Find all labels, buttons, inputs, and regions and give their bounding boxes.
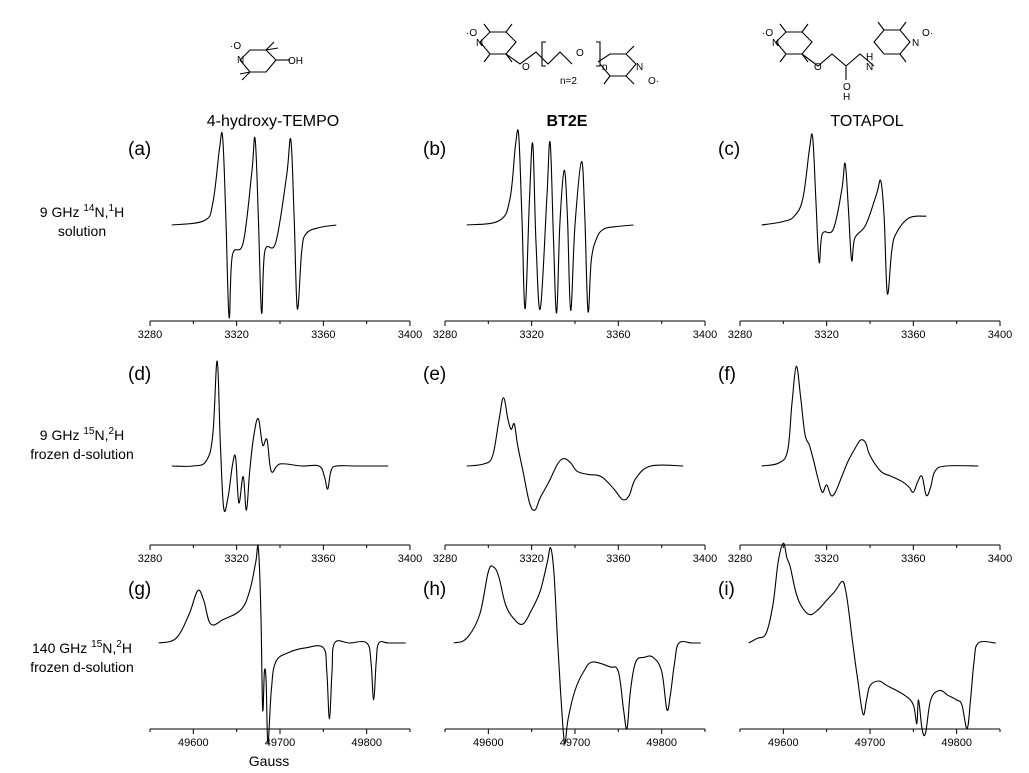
x-tick-label: 3400 [398,553,422,565]
struct-label: O [576,48,584,59]
x-tick-label: 49800 [351,737,382,749]
structure-bt2e: ·O N O O n n=2 N O· [466,23,659,87]
x-tick-label: 3360 [311,329,335,341]
x-tick-label: 49600 [473,737,504,749]
column-title-4-hydroxy-tempo: 4-hydroxy-TEMPO [207,113,339,130]
x-tick-label: 49700 [855,737,886,749]
panel-e: (e) 3280 3320 3360 3400 [423,364,717,565]
x-tick-label: 3320 [224,553,248,565]
panel-label: (b) [423,139,446,160]
row-label-line1: 9 GHz 15N,2H [40,426,124,443]
x-tick-label: 49700 [265,737,296,749]
x-tick-label: 3400 [693,329,717,341]
struct-label: H [843,92,850,103]
spectrum-trace [171,360,389,512]
spectrum-trace [761,133,927,295]
x-tick-label: 3320 [519,553,543,565]
x-tick-label: 3280 [728,553,752,565]
x-tick-label: 3360 [606,553,630,565]
x-tick-label: 3280 [433,329,457,341]
spectrum-trace [466,397,684,511]
x-tick-label: 3400 [988,329,1012,341]
panel-label: (h) [423,579,446,600]
struct-label: n [602,62,608,73]
panel-label: (i) [718,579,735,600]
panel-f: (f) 3280 3320 3360 3400 [718,364,1012,565]
x-tick-label: 3320 [224,329,248,341]
row-label-140ghz-frozen: 140 GHz 15N,2H frozen d-solution [30,639,134,675]
struct-label: ·O [230,41,241,52]
struct-label: ·O [466,28,477,39]
spectrum-trace [748,542,996,737]
struct-label: O [814,62,822,73]
panel-label: (f) [718,364,736,385]
x-tick-label: 3360 [311,553,335,565]
struct-label: O· [648,76,659,87]
x-tick-label: 3280 [433,553,457,565]
chemical-structures: ·O N OH ·O N O O n n=2 N O· [230,21,933,103]
struct-label: n=2 [560,76,577,87]
row-label-line2: frozen d-solution [30,659,134,675]
x-tick-label: 3400 [398,329,422,341]
x-tick-label: 3360 [606,329,630,341]
x-tick-label: 3280 [728,329,752,341]
panel-label: (c) [718,139,740,160]
spectrum-trace [171,131,337,319]
x-tick-label: 3280 [138,553,162,565]
x-axis-title: Gauss [249,753,289,769]
struct-label: O [843,82,851,93]
row-label-line1: 140 GHz 15N,2H [32,639,132,656]
panel-label: (e) [423,364,446,385]
x-tick-label: 3360 [901,329,925,341]
x-tick-label: 49700 [560,737,591,749]
panel-label: (g) [128,579,151,600]
panel-i: (i) 49600 49700 49800 [718,542,1001,749]
spectrum-trace [761,365,979,497]
x-tick-label: 3360 [901,553,925,565]
x-tick-label: 3320 [519,329,543,341]
panel-label: (a) [128,139,151,160]
panel-d: (d) 3280 3320 3360 3400 [128,360,422,565]
panel-b: (b) 3280 3320 3360 3400 [423,129,717,341]
structure-4-hydroxy-tempo: ·O N OH [230,41,303,81]
panel-h: (h) 49600 49700 49800 [423,547,706,749]
row-label-line2: frozen d-solution [30,446,134,462]
struct-label: H [866,52,873,63]
struct-label: N [636,62,643,73]
spectrum-trace [466,129,634,314]
panel-a: (a) 3280 3320 3360 3400 [128,131,422,341]
structure-totapol: ·O N O O H N H N O· [762,21,933,103]
x-tick-label: 49600 [768,737,799,749]
x-tick-label: 49600 [178,737,209,749]
row-label-line1: 9 GHz 14N,1H [40,203,124,220]
x-tick-label: 3320 [814,553,838,565]
x-tick-label: 49800 [646,737,677,749]
struct-label: N [866,62,873,73]
row-label-9ghz-frozen: 9 GHz 15N,2H frozen d-solution [30,426,134,462]
panel-g: (g) 49600 49700 49800 [128,544,411,749]
column-title-totapol: TOTAPOL [830,113,903,130]
row-label-line2: solution [58,223,106,239]
x-tick-label: 3400 [988,553,1012,565]
x-tick-label: 3400 [693,553,717,565]
column-title-bt2e: BT2E [547,113,588,130]
x-tick-label: 49800 [941,737,972,749]
struct-label: N [476,38,483,49]
struct-label: O [522,62,530,73]
struct-label: N [772,38,779,49]
struct-label: N [912,38,919,49]
panel-label: (d) [128,364,151,385]
struct-label: N [237,55,244,66]
x-tick-label: 3320 [814,329,838,341]
x-tick-label: 3280 [138,329,162,341]
row-label-9ghz-solution: 9 GHz 14N,1H solution [40,203,124,239]
spectrum-trace [453,547,701,744]
panel-c: (c) 3280 3320 3360 3400 [718,133,1012,341]
struct-label: OH [288,56,303,67]
struct-label: O· [922,28,933,39]
spectrum-trace [158,544,406,744]
struct-label: ·O [762,28,773,39]
